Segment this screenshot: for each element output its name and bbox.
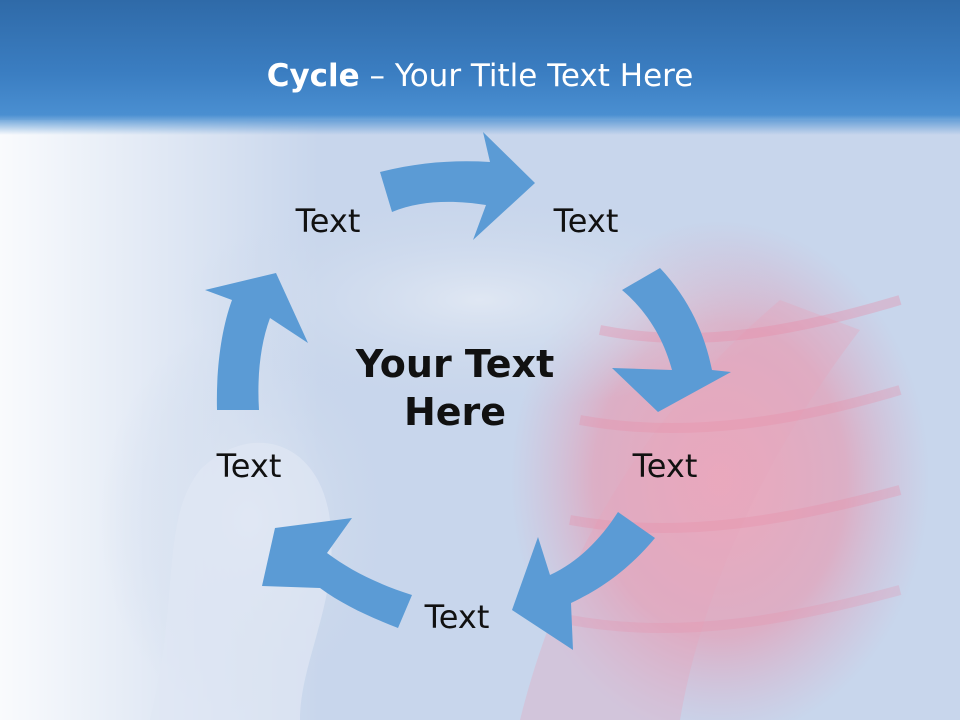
cycle-arrow-5	[205, 273, 308, 410]
cycle-arrow-2	[612, 268, 731, 412]
cycle-node-left: Text	[216, 447, 282, 485]
title-bold: Cycle	[266, 58, 360, 94]
cycle-arrow-1	[380, 132, 535, 240]
cycle-node-top-left: Text	[295, 202, 361, 240]
cycle-node-bottom: Text	[424, 598, 490, 636]
cycle-node-top-right: Text	[553, 202, 619, 240]
cycle-arrow-4	[262, 518, 412, 628]
slide-title: Cycle – Your Title Text Here	[0, 56, 960, 96]
cycle-arrow-3	[512, 512, 655, 650]
title-bar	[0, 0, 960, 135]
center-text: Your Text Here	[355, 342, 555, 434]
title-rest: – Your Title Text Here	[359, 58, 694, 94]
cycle-node-right: Text	[632, 447, 698, 485]
